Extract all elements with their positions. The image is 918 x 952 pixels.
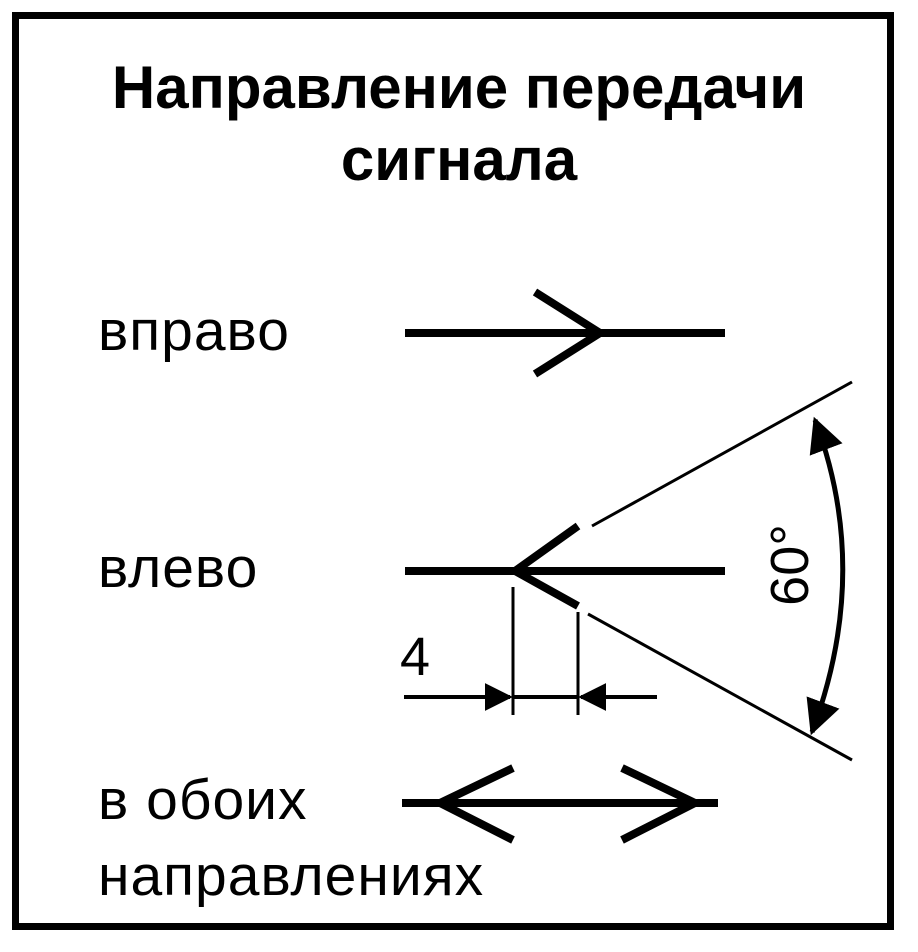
diagram-frame (12, 12, 894, 930)
arrow-right-head (532, 288, 608, 378)
arrow-both-symbol (402, 764, 718, 844)
angle-arc (806, 416, 846, 736)
arrow-both-head-left (430, 764, 515, 844)
angle-upper-ray (591, 380, 853, 528)
angle-dimension-value: 60° (760, 524, 820, 606)
label-left: влево (98, 536, 259, 600)
title-line-2: сигнала (340, 126, 578, 193)
label-right: вправо (98, 299, 290, 363)
length-dimension (404, 587, 657, 715)
angle-construction (587, 380, 853, 762)
label-both-line-1: в обоих (98, 768, 308, 832)
label-both-line-2: направлениях (98, 844, 485, 908)
arrow-left-head (507, 522, 581, 610)
arrow-both-head-right (620, 764, 705, 844)
title-line-1: Направление передачи (111, 54, 807, 121)
arrow-right-symbol (405, 288, 725, 378)
length-dimension-value: 4 (400, 627, 431, 687)
arrow-left-symbol (405, 522, 725, 610)
angle-lower-ray (587, 612, 853, 762)
